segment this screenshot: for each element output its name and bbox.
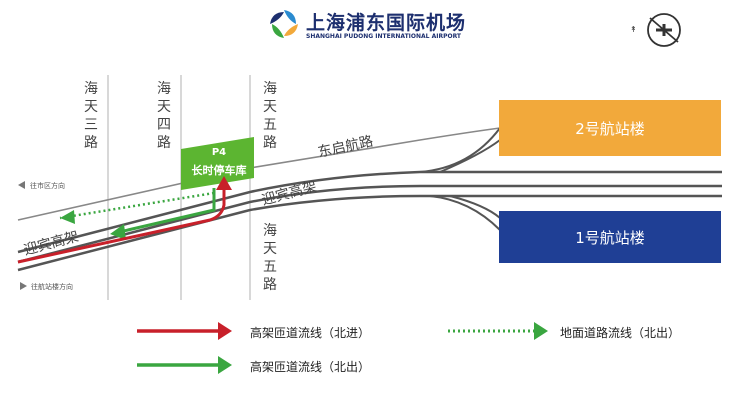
branch-to-t2-a xyxy=(419,127,501,173)
parking-name: 长时停车库 xyxy=(191,164,247,177)
legend-red-arrowhead xyxy=(218,322,232,340)
parking-code: P4 xyxy=(211,147,227,158)
direction-to-city: 往市区方向 xyxy=(30,182,65,190)
route-elevated-north-in xyxy=(17,188,226,264)
direction-to-terminal: 往航站楼方向 xyxy=(31,283,73,291)
route-elevated-out-arrowhead xyxy=(110,224,126,240)
pudong-airport-logo-icon xyxy=(270,10,298,38)
road-label-haitian-4: 海天四路 xyxy=(157,81,171,151)
road-label-haitian-3: 海天三路 xyxy=(84,81,98,151)
route-elevated-in-arrowhead xyxy=(216,176,232,190)
branch-to-t1-b xyxy=(449,195,501,219)
road-label-haitian-5-bottom: 海天五路 xyxy=(263,223,277,293)
legend-green-arrowhead xyxy=(218,356,232,374)
branch-to-t2-b xyxy=(439,139,501,173)
highway-lane-2 xyxy=(17,184,722,264)
to-city-arrow-icon xyxy=(18,181,25,189)
airplane-icon: ↟ xyxy=(630,13,681,47)
legend-dotted-label: 地面道路流线（北出） xyxy=(560,326,681,340)
legend-green-label: 高架匝道流线（北出） xyxy=(250,360,371,374)
terminal-1: 1号航站楼 xyxy=(499,211,721,263)
route-ground-arrowhead xyxy=(60,210,75,224)
logo-chinese-name: 上海浦东国际机场 xyxy=(306,12,467,34)
highway-lane-1 xyxy=(17,170,722,254)
logo-english-name: SHANGHAI PUDONG INTERNATIONAL AIRPORT xyxy=(306,33,462,40)
highway-lane-3 xyxy=(17,194,722,272)
header: 上海浦东国际机场 SHANGHAI PUDONG INTERNATIONAL A… xyxy=(0,0,744,60)
parking-p4-box xyxy=(181,137,254,190)
legend-dotted-arrowhead xyxy=(534,322,548,340)
to-terminal-arrow-icon xyxy=(20,282,27,290)
legend-red-label: 高架匝道流线（北进） xyxy=(250,326,371,340)
branch-to-t1-a xyxy=(429,195,501,231)
svg-text:↟: ↟ xyxy=(630,25,637,34)
terminal-2: 2号航站楼 xyxy=(499,100,721,156)
route-elevated-north-out xyxy=(114,188,216,235)
road-dongqi xyxy=(17,127,501,221)
route-ground-north-out xyxy=(59,191,215,220)
road-label-haitian-5-top: 海天五路 xyxy=(263,81,277,151)
